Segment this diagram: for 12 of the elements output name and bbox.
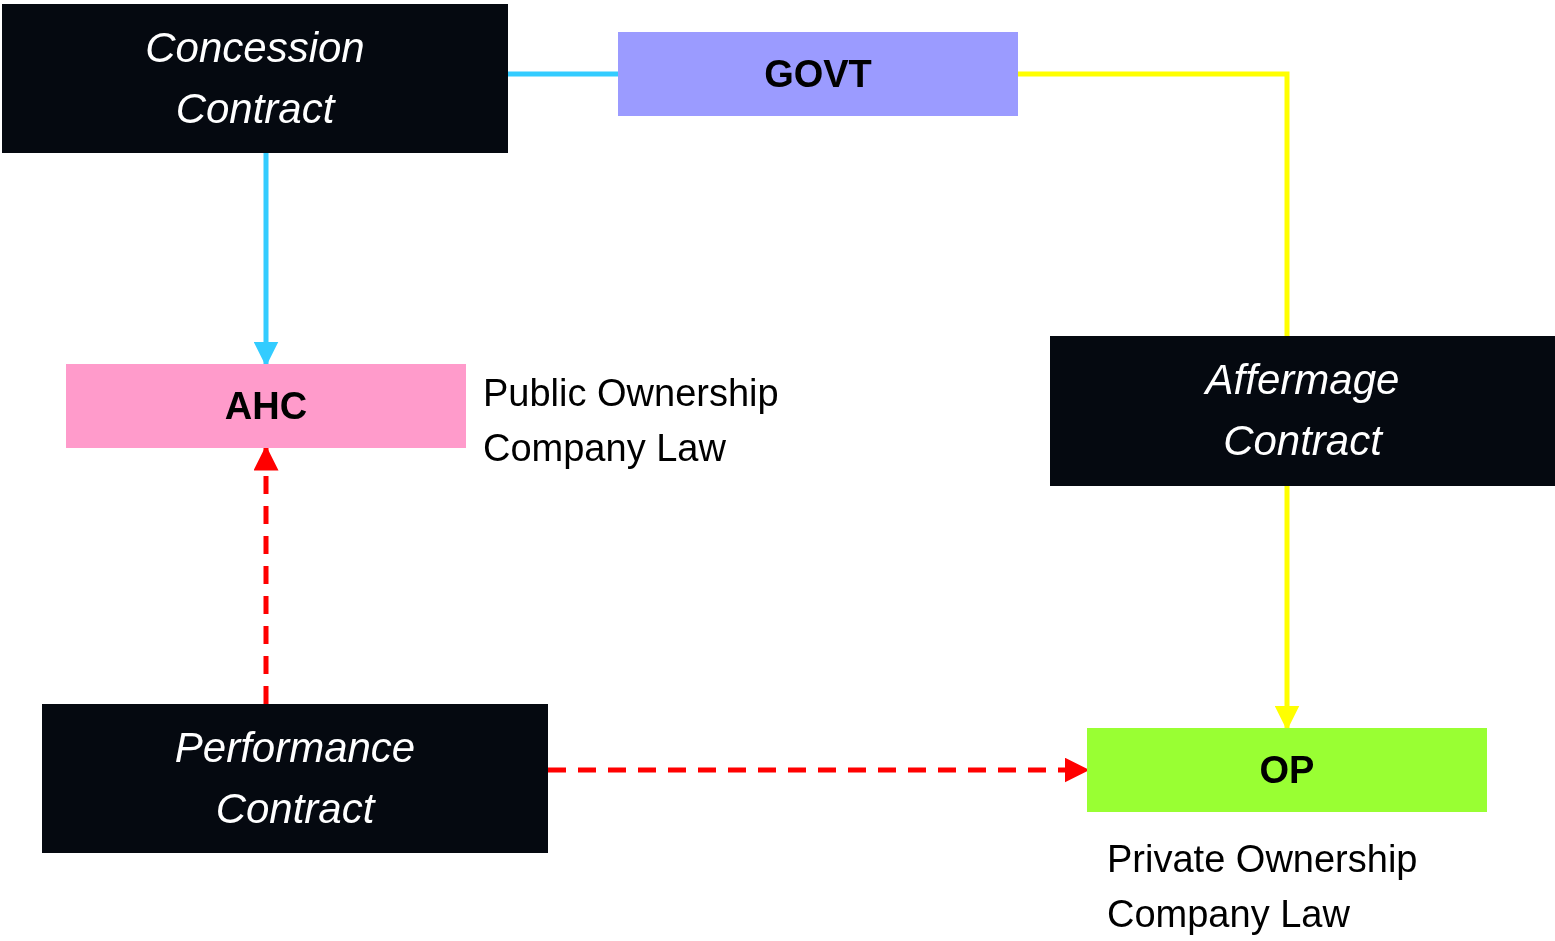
- note-text: Public Ownership Company Law: [483, 371, 780, 472]
- entity-box: OP: [1087, 728, 1487, 812]
- contract-box: Concession Contract: [2, 4, 508, 153]
- connector-line: [1018, 71, 1290, 336]
- contract-box: Performance Contract: [42, 704, 548, 853]
- note-text: Private Ownership Company Law: [1107, 837, 1419, 938]
- contract-box: Affermage Contract: [1050, 336, 1555, 486]
- arrow: [1274, 486, 1300, 731]
- connector-line: [508, 71, 618, 77]
- entity-box: AHC: [66, 364, 466, 448]
- arrow: [253, 153, 279, 367]
- entity-box: GOVT: [618, 32, 1018, 116]
